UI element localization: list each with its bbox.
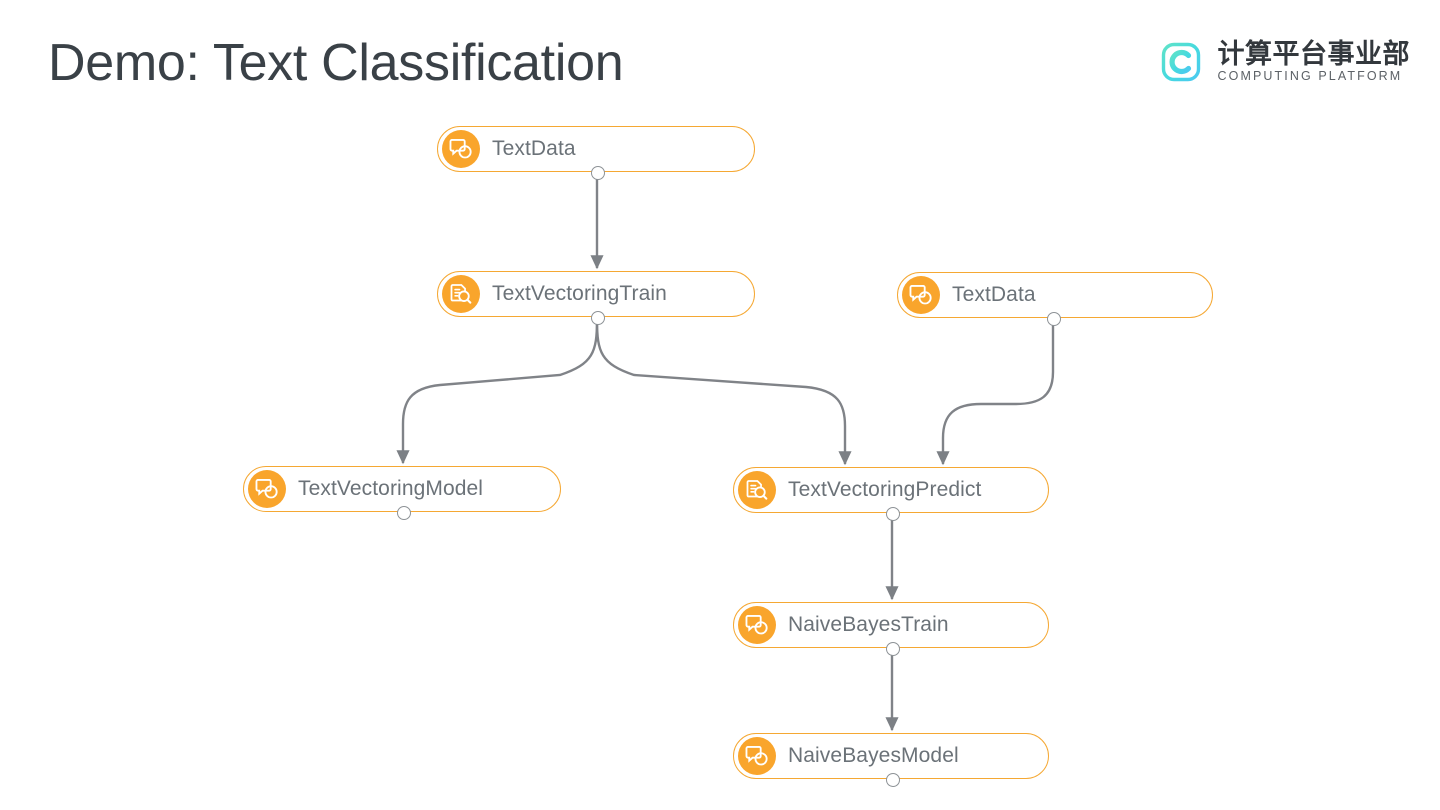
node-output-port[interactable] [886,772,900,787]
node-output-port[interactable] [397,505,411,520]
node-label: TextVectoringTrain [492,282,667,305]
node-output-port[interactable] [591,165,605,180]
node-naivebayesmodel[interactable]: NaiveBayesModel [733,733,1049,787]
node-label: TextData [492,137,576,160]
edge-textvectoringtrain-to-textvectoringmodel [396,319,599,465]
node-label: TextVectoringModel [298,477,484,500]
node-label: NaiveBayesTrain [788,613,949,636]
dataset-icon [442,130,480,168]
brand-logo: 计算平台事业部 COMPUTING PLATFORM [1153,34,1411,90]
node-label: NaiveBayesModel [788,744,959,767]
dataset-icon [902,276,940,314]
node-naivebayestrain[interactable]: NaiveBayesTrain [733,602,1049,656]
node-output-port[interactable] [1047,311,1061,326]
node-textdata-2[interactable]: TextData [897,272,1213,326]
node-label: TextVectoringPredict [788,478,982,501]
node-textvectoringtrain[interactable]: TextVectoringTrain [437,271,755,325]
page-title: Demo: Text Classification [48,34,624,92]
algorithm-icon [738,471,776,509]
algorithm-icon [442,275,480,313]
node-textdata-1[interactable]: TextData [437,126,755,180]
node-label: TextData [952,283,1036,306]
edge-textdata2-to-textvectoringpredict [936,320,1055,466]
node-output-port[interactable] [886,506,900,521]
brand-name-en: COMPUTING PLATFORM [1217,69,1403,84]
edge-textvectoringtrain-to-textvectoringpredict [595,319,852,466]
node-textvectoringmodel[interactable]: TextVectoringModel [243,466,561,520]
brand-wordmark: 计算平台事业部 COMPUTING PLATFORM [1218,41,1411,82]
dataset-icon [738,606,776,644]
dataset-icon [248,470,286,508]
brand-name-cn: 计算平台事业部 [1217,39,1410,70]
node-output-port[interactable] [886,641,900,656]
node-output-port[interactable] [591,310,605,325]
dataset-icon [738,737,776,775]
node-textvectoringpredict[interactable]: TextVectoringPredict [733,467,1049,521]
chip-c-logo-icon [1153,34,1209,90]
